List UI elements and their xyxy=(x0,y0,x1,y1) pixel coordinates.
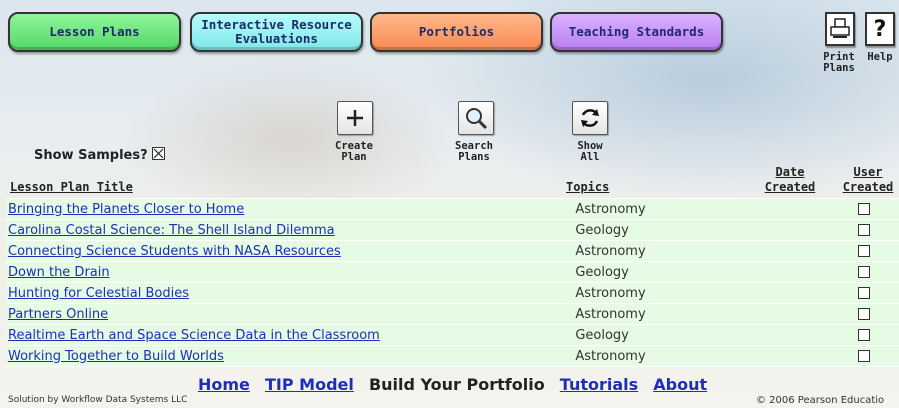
table-row: Working Together to Build Worlds Astronom… xyxy=(6,345,899,367)
user-created-checkbox[interactable] xyxy=(857,224,870,236)
show-samples-checkbox[interactable] xyxy=(152,147,166,160)
column-header-date-created[interactable]: Date Created xyxy=(764,165,816,194)
plan-user-created-cell xyxy=(828,345,899,367)
plan-user-created-cell xyxy=(828,219,899,241)
footer-current-page: Build Your Portfolio xyxy=(368,375,545,394)
user-created-checkbox[interactable] xyxy=(857,350,870,362)
plan-date-created xyxy=(747,240,829,262)
column-header-title[interactable]: Lesson Plan Title xyxy=(10,180,133,194)
plan-user-created-cell xyxy=(828,261,899,283)
nav-interactive-evaluations-label: Interactive Resource Evaluations xyxy=(201,17,352,46)
nav-portfolios-label: Portfolios xyxy=(418,24,495,39)
footer-credit: Solution by Workflow Data Systems LLC xyxy=(8,395,188,405)
plan-topic: Astronomy xyxy=(570,198,748,220)
plan-topic: Astronomy xyxy=(570,345,748,367)
plan-title-cell: Connecting Science Students with NASA Re… xyxy=(6,240,571,262)
plan-user-created-cell xyxy=(828,324,899,346)
plan-title-cell: Hunting for Celestial Bodies xyxy=(6,282,571,304)
user-created-checkbox[interactable] xyxy=(857,308,870,320)
footer-copyright: © 2006 Pearson Educatio xyxy=(756,395,885,406)
user-created-checkbox[interactable] xyxy=(857,245,870,257)
background-decoration xyxy=(120,60,460,220)
plan-user-created-cell xyxy=(828,240,899,262)
plan-title-link[interactable]: Hunting for Celestial Bodies xyxy=(8,285,189,301)
column-header-user-created[interactable]: User Created xyxy=(842,165,894,194)
column-header-topics[interactable]: Topics xyxy=(566,180,610,194)
table-row: Realtime Earth and Space Science Data in… xyxy=(6,324,899,346)
nav-interactive-evaluations-button[interactable]: Interactive Resource Evaluations xyxy=(190,12,363,52)
help-label: Help xyxy=(867,51,893,63)
plan-title-link[interactable]: Connecting Science Students with NASA Re… xyxy=(8,243,341,259)
plan-topic: Geology xyxy=(570,261,748,283)
nav-teaching-standards-label: Teaching Standards xyxy=(568,24,705,39)
plan-user-created-cell xyxy=(828,282,899,304)
plan-date-created xyxy=(747,324,829,346)
plan-date-created xyxy=(747,261,829,283)
search-plans-label: Search Plans xyxy=(455,140,493,163)
plan-title-cell: Realtime Earth and Space Science Data in… xyxy=(6,324,571,346)
plan-date-created xyxy=(747,219,829,241)
user-created-checkbox[interactable] xyxy=(857,203,870,215)
plan-title-link[interactable]: Working Together to Build Worlds xyxy=(8,348,224,364)
table-row: Bringing the Planets Closer to Home Astro… xyxy=(6,198,899,220)
plan-date-created xyxy=(747,303,829,325)
footer-tutorials-link[interactable]: Tutorials xyxy=(559,375,639,394)
table-row: Carolina Costal Science: The Shell Islan… xyxy=(6,219,899,241)
user-created-checkbox[interactable] xyxy=(857,266,870,278)
plan-title-cell: Partners Online xyxy=(6,303,571,325)
plan-topic: Astronomy xyxy=(570,282,748,304)
plan-title-cell: Working Together to Build Worlds xyxy=(6,345,571,367)
plan-user-created-cell xyxy=(828,303,899,325)
footer-about-link[interactable]: About xyxy=(653,375,708,394)
plan-title-link[interactable]: Partners Online xyxy=(8,306,109,322)
printer-icon xyxy=(830,18,850,38)
user-created-checkbox[interactable] xyxy=(857,287,870,299)
checkbox-checked-icon xyxy=(153,148,164,159)
show-samples-label: Show Samples? xyxy=(34,148,148,163)
plan-title-link[interactable]: Bringing the Planets Closer to Home xyxy=(8,201,245,217)
plan-user-created-cell xyxy=(828,198,899,220)
table-row: Down the Drain Geology xyxy=(6,261,899,283)
show-samples: Show Samples? xyxy=(34,146,166,163)
magnifier-icon xyxy=(466,108,488,130)
plan-date-created xyxy=(747,345,829,367)
print-plans-label: Print Plans xyxy=(823,51,855,74)
plan-topic: Geology xyxy=(570,219,748,241)
plan-title-cell: Carolina Costal Science: The Shell Islan… xyxy=(6,219,571,241)
table-row: Partners Online Astronomy xyxy=(6,303,899,325)
plan-title-cell: Down the Drain xyxy=(6,261,571,283)
plan-title-link[interactable]: Down the Drain xyxy=(8,264,110,280)
create-plan-button[interactable] xyxy=(337,101,373,135)
plan-title-link[interactable]: Carolina Costal Science: The Shell Islan… xyxy=(8,222,335,238)
nav-lesson-plans-button[interactable]: Lesson Plans xyxy=(8,12,181,52)
show-all-button[interactable] xyxy=(572,101,608,135)
plan-topic: Geology xyxy=(570,324,748,346)
plan-date-created xyxy=(747,282,829,304)
user-created-checkbox[interactable] xyxy=(857,329,870,341)
nav-lesson-plans-label: Lesson Plans xyxy=(49,24,140,39)
plus-icon xyxy=(347,110,363,126)
refresh-icon xyxy=(581,109,599,127)
question-mark-icon: ? xyxy=(873,16,887,42)
plan-topic: Astronomy xyxy=(570,240,748,262)
plan-topic: Astronomy xyxy=(570,303,748,325)
table-row: Hunting for Celestial Bodies Astronomy xyxy=(6,282,899,304)
footer-tip-model-link[interactable]: TIP Model xyxy=(265,375,354,394)
plan-date-created xyxy=(747,198,829,220)
print-plans-button[interactable] xyxy=(825,12,855,46)
table-row: Connecting Science Students with NASA Re… xyxy=(6,240,899,262)
create-plan-label: Create Plan xyxy=(335,140,373,163)
nav-teaching-standards-button[interactable]: Teaching Standards xyxy=(550,12,723,52)
help-button[interactable]: ? xyxy=(865,12,895,46)
plan-title-cell: Bringing the Planets Closer to Home xyxy=(6,198,571,220)
plan-title-link[interactable]: Realtime Earth and Space Science Data in… xyxy=(8,327,380,343)
nav-portfolios-button[interactable]: Portfolios xyxy=(370,12,543,52)
search-plans-button[interactable] xyxy=(458,101,494,135)
show-all-label: Show All xyxy=(577,140,603,163)
footer-nav: Home TIP Model Build Your Portfolio Tuto… xyxy=(198,375,717,394)
footer-home-link[interactable]: Home xyxy=(198,375,250,394)
